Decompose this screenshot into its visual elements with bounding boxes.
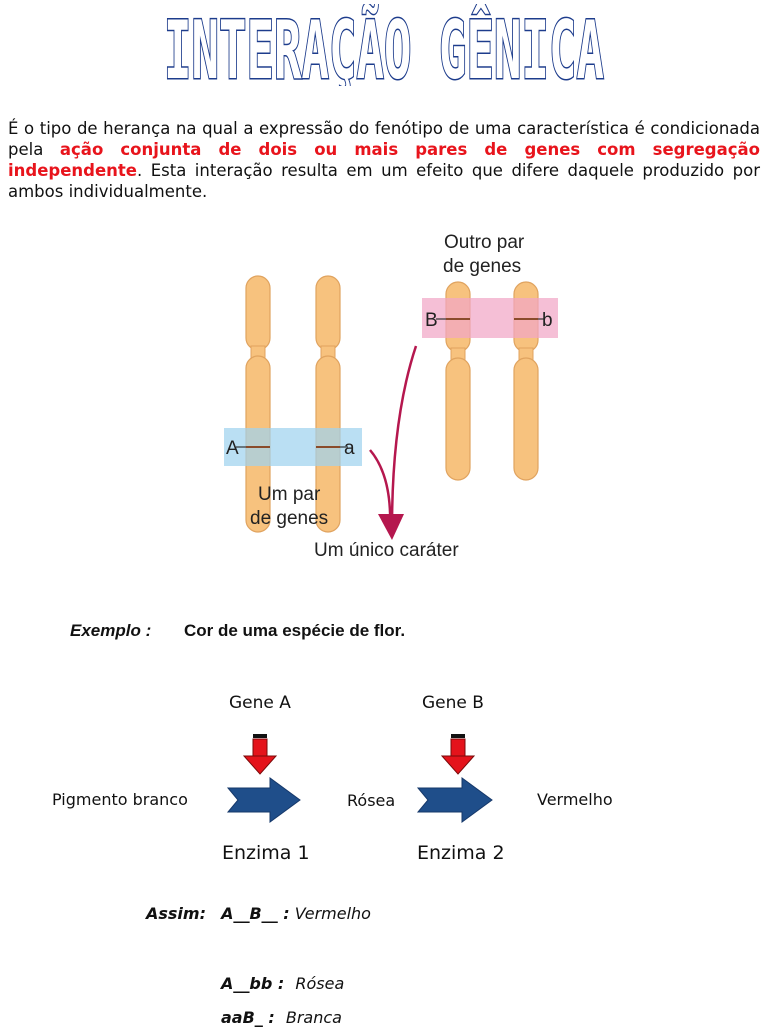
product-label: Vermelho (537, 790, 613, 809)
intermediate-label: Rósea (347, 791, 396, 810)
allele-a-label: a (344, 438, 355, 459)
pair2-label-line1: Outro par (444, 232, 525, 253)
chromosome-figure: A a B b Um par de genes Outro par de gen… (220, 228, 560, 568)
enzyme-2-arrow (416, 777, 493, 823)
rule-3-phenotype: Branca (285, 1008, 342, 1027)
gene-a-arrow (242, 734, 278, 775)
allele-b-label: b (542, 310, 553, 331)
intro-paragraph: É o tipo de herança na qual a expressão … (8, 118, 760, 202)
pair1-label-line1: Um par (258, 484, 321, 505)
example-label: Exemplo : (70, 621, 152, 640)
rule-3-genotype: aaB_ : (221, 1008, 275, 1027)
allele-B-label: B (425, 310, 438, 331)
allele-A-label: A (226, 438, 239, 459)
rule-2-genotype: A__bb : (221, 974, 285, 993)
title-graphic: INTERAÇÃO GÊNICA (163, 2, 606, 99)
rule-row-2: A__bb : Rósea (221, 974, 344, 993)
intro-highlight: ação conjunta de dois ou mais pares de g… (8, 140, 760, 180)
gene-b-arrow (440, 734, 476, 775)
gene-b-label: Gene B (422, 693, 484, 713)
rule-row-3: aaB_ : Branca (221, 1008, 342, 1027)
rule-2-phenotype: Rósea (295, 974, 345, 993)
enzyme-1-label: Enzima 1 (222, 842, 310, 864)
chromosome-diagram (224, 275, 558, 540)
example-text: Cor de uma espécie de flor. (183, 621, 406, 640)
pair1-label-line2: de genes (250, 508, 329, 529)
pair2-label-line2: de genes (443, 256, 522, 277)
title-text: INTERAÇÃO GÊNICA (164, 4, 604, 86)
enzyme-1-arrow (226, 777, 301, 823)
gene-a-label: Gene A (229, 693, 291, 713)
rule-row-1: Assim: A__B__ : Vermelho (146, 904, 371, 923)
result-label: Um único caráter (314, 540, 459, 561)
page-title: INTERAÇÃO GÊNICA (0, 2, 768, 99)
example-line: Exemplo : Cor de uma espécie de flor. (70, 621, 405, 641)
rule-1-phenotype: Vermelho (294, 904, 371, 923)
enzyme-2-label: Enzima 2 (417, 842, 505, 864)
rules-lead: Assim: (146, 904, 206, 923)
intro-text-2: . Esta interação resulta em um efeito qu… (8, 161, 760, 201)
substrate-label: Pigmento branco (52, 790, 188, 809)
converge-arrow (369, 345, 418, 540)
intro-text-1: É o tipo de herança na qual a expressão … (8, 119, 760, 159)
rule-1-genotype: A__B__ : (221, 904, 290, 923)
